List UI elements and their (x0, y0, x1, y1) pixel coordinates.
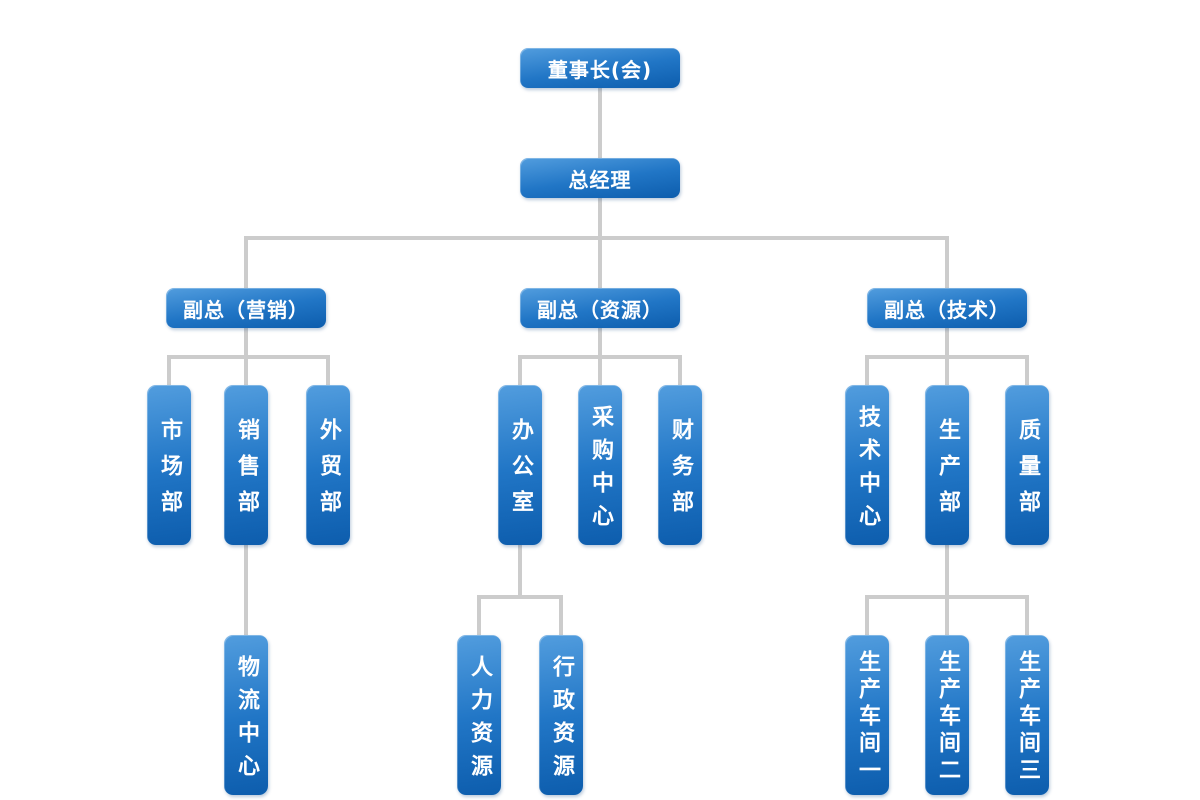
node-general-manager: 总经理 (520, 158, 680, 198)
connector-resources-rail (518, 355, 682, 359)
connector-drop-human-resources (477, 595, 481, 635)
node-tech-center-label: 技术中心 (855, 404, 880, 537)
connector-drop-workshop-1 (865, 595, 869, 635)
node-logistics-center: 物流中心 (224, 635, 268, 795)
connector-drop-foreign-trade-dept (326, 355, 330, 385)
node-human-resources-label: 人力资源 (467, 654, 492, 787)
node-admin-resources: 行政资源 (539, 635, 583, 795)
node-vp-marketing-label: 副总（营销） (183, 297, 309, 322)
node-quality-dept-label: 质量部 (1015, 418, 1040, 526)
node-sales-dept-label: 销售部 (234, 418, 259, 526)
connector-drop-office (518, 355, 522, 385)
connector-drop-vp-marketing (244, 236, 248, 288)
connector-technology-rail (865, 355, 1029, 359)
node-workshop-3: 生产车间三 (1005, 635, 1049, 795)
node-chairman: 董事长(会) (520, 48, 680, 88)
connector-office-rail (477, 595, 563, 599)
node-sales-dept: 销售部 (224, 385, 268, 545)
node-foreign-trade-dept: 外贸部 (306, 385, 350, 545)
connector-drop-quality-dept (1025, 355, 1029, 385)
node-workshop-3-label: 生产车间三 (1015, 650, 1040, 785)
node-vp-technology: 副总（技术） (867, 288, 1027, 328)
connector-gm-drop (598, 198, 602, 288)
node-production-dept-label: 生产部 (935, 418, 960, 526)
connector-drop-vp-technology (945, 236, 949, 288)
node-admin-resources-label: 行政资源 (549, 654, 574, 787)
connector-chairman-gm (598, 88, 602, 158)
node-human-resources: 人力资源 (457, 635, 501, 795)
node-logistics-center-label: 物流中心 (234, 654, 259, 787)
node-procurement-center-label: 采购中心 (588, 404, 613, 537)
connector-drop-tech-center (865, 355, 869, 385)
connector-production-rail (865, 595, 1029, 599)
node-procurement-center: 采购中心 (578, 385, 622, 545)
connector-drop-marketing-dept (167, 355, 171, 385)
node-chairman-label: 董事长(会) (547, 57, 653, 82)
node-finance-dept: 财务部 (658, 385, 702, 545)
connector-main-rail (244, 236, 949, 240)
node-foreign-trade-dept-label: 外贸部 (316, 418, 341, 526)
node-marketing-dept-label: 市场部 (157, 418, 182, 526)
connector-marketing-rail (167, 355, 330, 359)
node-vp-marketing: 副总（营销） (166, 288, 326, 328)
connector-production-drop (945, 545, 949, 635)
node-tech-center: 技术中心 (845, 385, 889, 545)
node-workshop-2-label: 生产车间二 (935, 650, 960, 785)
node-workshop-1: 生产车间一 (845, 635, 889, 795)
connector-office-drop (518, 545, 522, 597)
node-workshop-1-label: 生产车间一 (855, 650, 880, 785)
connector-drop-workshop-3 (1025, 595, 1029, 635)
node-quality-dept: 质量部 (1005, 385, 1049, 545)
node-vp-technology-label: 副总（技术） (884, 297, 1010, 322)
node-vp-resources-label: 副总（资源） (537, 297, 663, 322)
node-workshop-2: 生产车间二 (925, 635, 969, 795)
node-marketing-dept: 市场部 (147, 385, 191, 545)
node-production-dept: 生产部 (925, 385, 969, 545)
node-general-manager-label: 总经理 (568, 167, 632, 192)
connector-sales-logistics (244, 545, 248, 635)
node-vp-resources: 副总（资源） (520, 288, 680, 328)
connector-drop-finance-dept (678, 355, 682, 385)
connector-drop-admin-resources (559, 595, 563, 635)
node-office-label: 办公室 (508, 418, 533, 526)
node-finance-dept-label: 财务部 (668, 418, 693, 526)
node-office: 办公室 (498, 385, 542, 545)
